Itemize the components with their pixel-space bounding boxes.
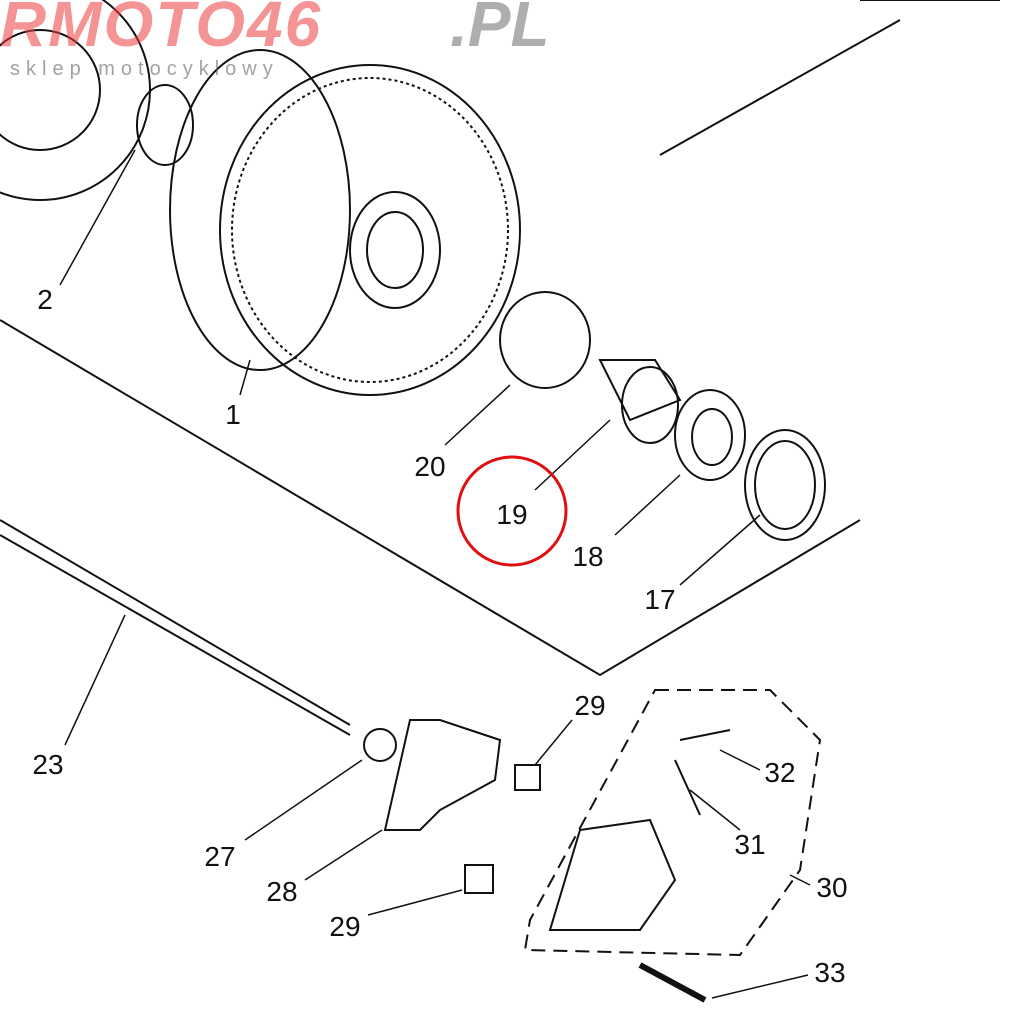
part-27 (363, 728, 397, 762)
part-20-bearing (499, 291, 591, 389)
part-1-hub (349, 191, 441, 309)
flywheel-inner (0, 29, 101, 151)
part-17-washer (744, 429, 826, 541)
part-18-seal-inner (691, 408, 733, 466)
label-17: 17 (644, 584, 676, 615)
part-1-bore (366, 211, 424, 289)
watermark-domain: .PL (450, 0, 550, 60)
watermark-tagline: sklep motocyklowy (10, 58, 279, 80)
label-2: 2 (37, 284, 53, 315)
label-1: 1 (225, 399, 241, 430)
label-32: 32 (764, 757, 796, 788)
part-29a (514, 764, 541, 791)
part-1-housing (219, 64, 521, 396)
label-29-top: 29 (574, 690, 606, 721)
part-33-bolt (638, 962, 707, 1003)
part-31-32 (674, 729, 731, 816)
part-19-collar (598, 359, 682, 422)
leader-lines (59, 149, 811, 999)
part-30-cylinder (548, 818, 677, 931)
part-19-collar-end (621, 366, 679, 444)
label-30: 30 (816, 872, 848, 903)
watermark-brand: RMOTO46 (0, 0, 323, 60)
label-33: 33 (814, 957, 846, 988)
label-23: 23 (32, 749, 64, 780)
label-20: 20 (414, 451, 446, 482)
part-23-pushrod (0, 519, 351, 736)
part-2 (136, 84, 194, 166)
label-28: 28 (266, 876, 298, 907)
section-outline (0, 319, 861, 677)
part-30-box (523, 689, 822, 957)
part-18-seal (674, 389, 746, 481)
part-1-basket (169, 49, 351, 371)
part-28-lever (383, 719, 502, 831)
label-19: 19 (496, 499, 528, 530)
label-29-bottom: 29 (329, 911, 361, 942)
part-17-washer-inner (754, 440, 816, 530)
highlight-circle (456, 455, 568, 567)
part-1-gear-teeth (231, 77, 509, 383)
part-29b (464, 864, 494, 894)
label-27: 27 (204, 841, 236, 872)
section-outline-top (659, 0, 1000, 156)
label-18: 18 (572, 541, 604, 572)
label-31: 31 (734, 829, 766, 860)
